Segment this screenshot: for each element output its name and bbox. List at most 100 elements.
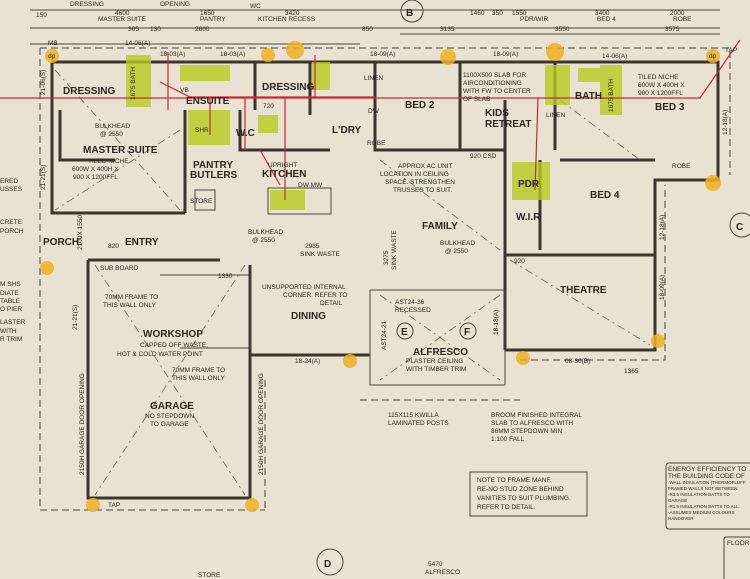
notes-niche3-label: 900 X 1200FFL	[73, 174, 118, 181]
notes-frame2-label: THIS WALL ONLY	[103, 302, 157, 309]
notes-frame-note2-label: RE-NO STUD ZONE BEHIND	[477, 486, 564, 493]
notes-capped2-label: HOT & COLD WATER POINT	[117, 351, 203, 358]
rooms-bath-fixture2-label: 1675 BATH	[608, 79, 615, 112]
top-dims-d2000-label: 2000	[670, 10, 685, 17]
top-dims-d350-label: 350	[492, 10, 503, 17]
rooms-pdr-label: PDR	[518, 179, 540, 190]
wc-highlight	[258, 115, 278, 133]
grid-markers-f-label: F	[464, 327, 470, 338]
floor-notes-box	[723, 536, 750, 579]
notes-mb-label: MB	[48, 40, 58, 47]
top-dimensions: DRESSING OPENING 150 4600 MASTER SUITE 1…	[30, 1, 720, 45]
top-dims-d4600-label: 4600	[115, 10, 130, 17]
wall-codes-l-label: 18-09(A)	[659, 275, 666, 300]
notes-frame-note4-label: REFER TO DETAIL.	[477, 504, 536, 511]
rooms-dressing2-label: DRESSING	[262, 82, 314, 93]
notes-ac4-label: TRUSSES TO SUIT.	[393, 187, 452, 194]
rooms-entry-label: ENTRY	[125, 237, 159, 248]
notes-left1-label: ERED	[0, 178, 18, 185]
notes-left3-label: CRETE	[0, 219, 23, 226]
notes-at2550-label: @ 2550	[445, 248, 468, 255]
notes-garage-door-label: 2150H GARAGE DOOR OPENING	[258, 373, 265, 475]
wall-codes-a-label: 14-06(A)	[125, 40, 150, 47]
notes-d3275-label: 3275	[383, 250, 390, 265]
plumbing-lines	[0, 39, 741, 200]
notes-energy9-label: HANDOVER	[668, 516, 694, 521]
notes-left10-label: WITH	[0, 328, 17, 335]
notes-bulkhead-label: BULKHEAD	[95, 123, 130, 130]
notes-nostep2-label: TO GARAGE	[150, 421, 189, 428]
rooms-upright-label: UPRIGHT	[268, 162, 297, 169]
wall-codes-i-label: 21-21(S)	[72, 305, 79, 330]
notes-ast2-label: RECESSED	[395, 307, 431, 314]
notes-frame-note3-label: VANITIES TO SUIT PLUMBING.	[477, 495, 571, 502]
rooms-kitchen-label: KITCHEN	[262, 169, 306, 180]
notes-bulkhead-label: BULKHEAD	[248, 229, 283, 236]
grid-markers-c-label: C	[736, 222, 743, 233]
wall-codes-j-label: 12-18(A)	[722, 110, 729, 135]
notes-sink-waste-label: SINK WASTE	[391, 229, 398, 270]
shower-highlight	[188, 110, 230, 145]
notes-left2-label: USSES	[0, 186, 23, 193]
top-dims-bed4-label: BED 4	[597, 16, 616, 23]
grid-markers-e-label: E	[401, 327, 408, 338]
top-dims-d3550-label: 3550	[555, 26, 570, 33]
notes-d2100-label: 2100X 1550	[77, 215, 84, 250]
top-dims-d1550-label: 1550	[512, 10, 527, 17]
notes-at2550-label: @ 2550	[100, 131, 123, 138]
pdr-highlight	[512, 162, 550, 200]
notes-nostep1-label: NO STEPDOWN	[145, 413, 194, 420]
top-dims-d3420-label: 3420	[285, 10, 300, 17]
rooms-dw-mw-label: DW MW	[298, 182, 323, 189]
notes-frame2-label: THIS WALL ONLY	[172, 375, 226, 382]
top-dims-master-suite-label: MASTER SUITE	[98, 16, 147, 23]
rooms-ensuite-label: ENSUITE	[186, 96, 230, 107]
notes-niche3-label: 900 X 1200FFL	[638, 90, 683, 97]
wall-codes: 14-06(A) 18-03(A) 18-03(A) 18-09(A) 18-0…	[40, 40, 729, 365]
wall-codes-g-label: 21-06(S)	[40, 70, 47, 95]
wall-codes-o-label: 08-30(B)	[565, 358, 590, 365]
wall-codes-c-label: 18-03(A)	[220, 51, 245, 58]
notes-left9-label: LASTER	[0, 319, 26, 326]
room-labels: DRESSING ENSUITE DRESSING MASTER SUITE W…	[43, 67, 691, 412]
notes-unsup3-label: DETAIL	[320, 300, 343, 307]
rooms-retreat-label: RETREAT	[485, 119, 531, 130]
rooms-bed4-label: BED 4	[590, 190, 620, 201]
notes-frame1-label: 70MM FRAME TO	[172, 367, 225, 374]
rooms-butlers-label: BUTLERS	[190, 170, 238, 181]
rooms-linen2-label: LINEN	[364, 75, 383, 82]
wall-codes-d-label: 18-09(A)	[370, 51, 395, 58]
rooms-shr-label: SHR	[195, 127, 209, 134]
notes-left7-label: TABLE	[0, 298, 21, 305]
notes-bot1-label: 5470	[428, 561, 443, 568]
top-dims-pdr-wir-label: PDR/WIR	[520, 16, 548, 23]
rooms-robe2-label: ROBE	[367, 140, 386, 147]
notes-broom4-label: 1:100 FALL	[491, 436, 525, 443]
notes-garage-door-label: 2150H GARAGE DOOR OPENING	[79, 373, 86, 475]
notes-niche1-label: TILED NICHE	[88, 158, 129, 165]
rooms-theatre-label: THEATRE	[560, 285, 607, 296]
laundry-highlight	[312, 62, 330, 90]
grid-markers-d-label: D	[324, 559, 331, 570]
rooms-garage-label: GARAGE	[150, 401, 194, 412]
rooms-ldry-label: L'DRY	[332, 125, 362, 136]
top-dims-wc-label: WC	[250, 3, 261, 10]
frame-note-box	[469, 471, 588, 517]
top-dims-d1650-label: 1650	[200, 10, 215, 17]
rooms-store-label: STORE	[190, 198, 213, 205]
notes-niche1-label: TILED NICHE	[638, 74, 679, 81]
top-dims-d1460-label: 1460	[470, 10, 485, 17]
notes-at2550-label: @ 2550	[252, 237, 275, 244]
notes-broom2-label: SLAB TO ALFRESCO WITH	[491, 420, 573, 427]
bath-shower-highlight	[545, 65, 570, 105]
top-dims-d130-label: 130	[150, 26, 161, 33]
notes-left8-label: O PIER	[0, 306, 22, 313]
notes-bot3-label: STORE	[198, 572, 221, 579]
wall-codes-n-label: 18-18(A)	[493, 310, 500, 335]
notes-frame1-label: 70MM FRAME TO	[105, 294, 158, 301]
top-dims-opening-label: OPENING	[160, 1, 190, 8]
top-dims-pantry-label: PANTRY	[200, 16, 226, 23]
notes-bot2-label: ALFRESCO	[425, 569, 460, 576]
rooms-linen-label: LINEN	[546, 112, 565, 119]
rooms-master-suite-label: MASTER SUITE	[83, 145, 158, 156]
